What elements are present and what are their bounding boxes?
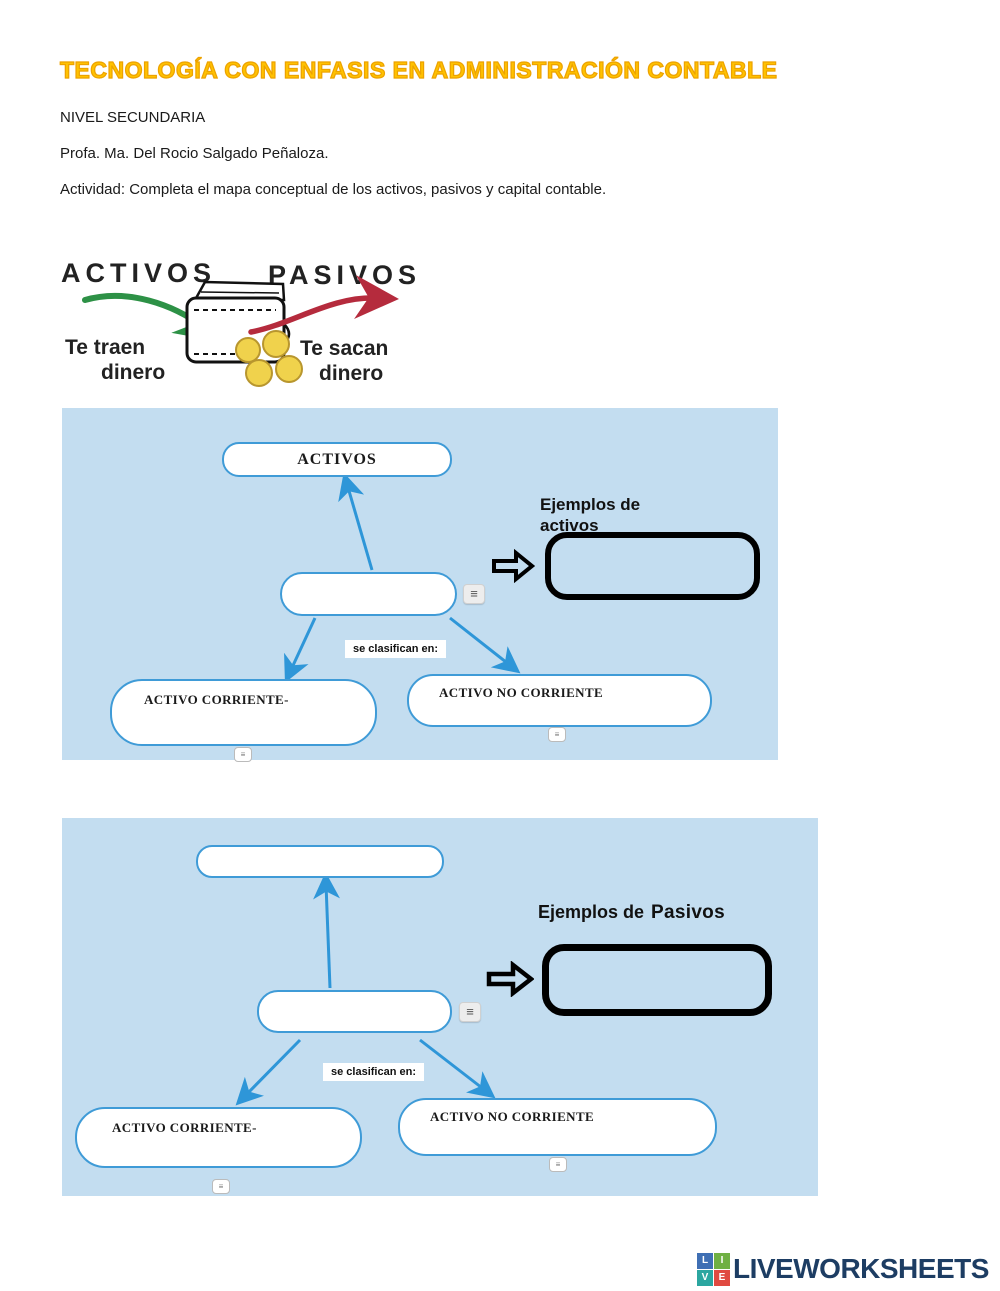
map2-middle-menu-icon[interactable]: ≡ (459, 1002, 481, 1022)
te-traen-label: Te traen (65, 336, 145, 359)
map1-example-arrow-icon (492, 549, 535, 583)
illustration-activos-label: ACTIVOS (61, 258, 216, 288)
illustration-pasivos-label: PASIVOS (268, 260, 421, 290)
map2-examples-answer-rect[interactable] (542, 944, 772, 1016)
te-sacan-dinero-label: dinero (319, 362, 383, 385)
map1-examples-title: Ejemplos de activos (540, 495, 641, 536)
map1-right-answer-box[interactable]: ACTIVO NO CORRIENTE (407, 674, 712, 727)
map1-right-box-menu-icon[interactable]: ≡ (548, 727, 566, 742)
te-sacan-label: Te sacan (300, 337, 388, 360)
map2-connector-label: se clasifican en: (323, 1063, 424, 1081)
te-traen-dinero-label: dinero (101, 361, 165, 384)
liveworksheets-brand-text: LIVEWORKSHEETS (733, 1253, 989, 1284)
map2-left-answer-box[interactable]: ACTIVO CORRIENTE- (75, 1107, 362, 1168)
map2-left-box-menu-icon[interactable]: ≡ (212, 1179, 230, 1194)
map2-middle-answer-box[interactable] (257, 990, 452, 1033)
map1-right-box-label: ACTIVO NO CORRIENTE (439, 685, 604, 700)
red-arrow (248, 275, 399, 335)
map2-right-box-menu-icon[interactable]: ≡ (549, 1157, 567, 1172)
activity-line: Actividad: Completa el mapa conceptual d… (60, 181, 607, 198)
teacher-line: Profa. Ma. Del Rocio Salgado Peñaloza. (60, 145, 329, 162)
page-title: TECNOLOGÍA CON ENFASIS EN ADMINISTRACIÓN… (59, 56, 778, 83)
map1-top-box: ACTIVOS (222, 442, 452, 477)
map2-top-answer-box[interactable] (196, 845, 444, 878)
map1-left-box-label: ACTIVO CORRIENTE- (144, 692, 289, 707)
liveworksheets-logo: L I V E LIVEWORKSHEETS (697, 1251, 989, 1287)
map2-connector-arrows (235, 872, 496, 1106)
map1-top-box-label: ACTIVOS (297, 451, 377, 468)
wallet-illustration: ACTIVOS PASIVOS (55, 248, 425, 398)
map1-connector-arrows (284, 472, 521, 683)
map1-middle-menu-icon[interactable]: ≡ (463, 584, 485, 604)
map1-connector-label: se clasifican en: (345, 640, 446, 658)
pasivos-map-panel: ≡ se clasifican en: ACTIVO CORRIENTE- AC… (62, 818, 818, 1196)
map1-left-answer-box[interactable]: ACTIVO CORRIENTE- (110, 679, 377, 746)
map1-middle-answer-box[interactable] (280, 572, 457, 616)
map1-left-box-menu-icon[interactable]: ≡ (234, 747, 252, 762)
activos-map-panel: ACTIVOS ≡ se clasifican en: ACTIVO CORRI… (62, 408, 778, 762)
map2-right-box-label: ACTIVO NO CORRIENTE (430, 1109, 595, 1124)
map2-right-answer-box[interactable]: ACTIVO NO CORRIENTE (398, 1098, 717, 1156)
map2-left-box-label: ACTIVO CORRIENTE- (112, 1120, 257, 1135)
coins-icon (235, 330, 303, 387)
map1-examples-answer-rect[interactable] (545, 532, 760, 600)
liveworksheets-logo-tiles-icon: L I V E (697, 1252, 730, 1286)
level-line: NIVEL SECUNDARIA (60, 109, 206, 126)
map2-example-arrow-icon (486, 961, 534, 997)
